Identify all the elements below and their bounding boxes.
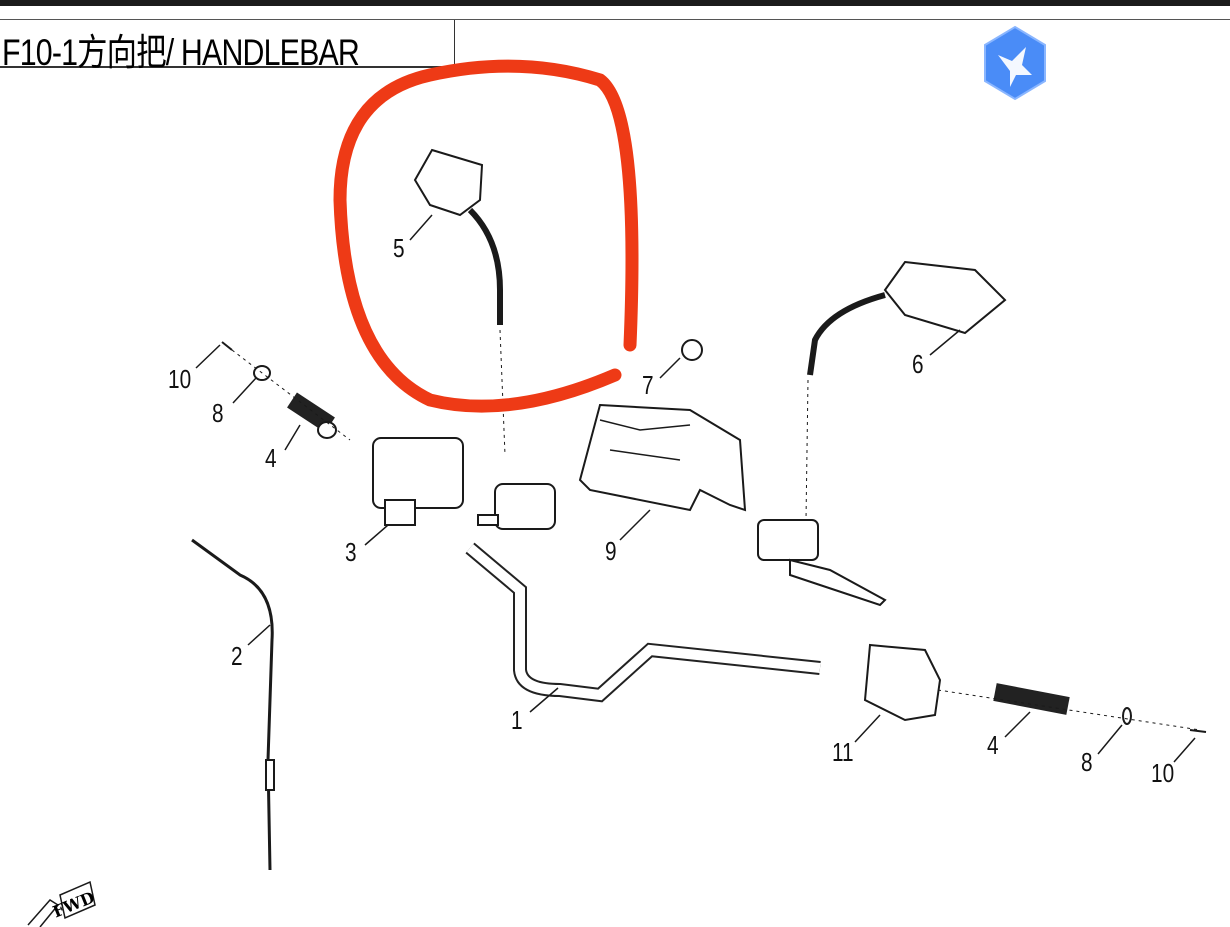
- callout-10-left: 10: [168, 364, 192, 394]
- callout-11: 11: [832, 737, 854, 767]
- part-throttle-cable: [191, 538, 275, 871]
- part-cap: [681, 339, 703, 361]
- part-left-switch: [372, 437, 464, 526]
- callout-8-right: 8: [1081, 747, 1093, 777]
- callout-1: 1: [511, 705, 523, 735]
- part-screw-left: [221, 341, 233, 351]
- part-screw-right: [1189, 729, 1207, 733]
- part-brake-lever: [757, 519, 887, 607]
- part-grip-right: [993, 683, 1070, 715]
- part-grip-left: [287, 392, 337, 439]
- callout-6: 6: [912, 349, 924, 379]
- window-top-bar: [0, 0, 1230, 6]
- callout-5: 5: [393, 233, 405, 263]
- bird-hexagon-app-icon[interactable]: [982, 25, 1048, 101]
- title-box: [0, 20, 455, 68]
- part-washer-right: [1122, 707, 1132, 725]
- callout-10-right: 10: [1151, 758, 1175, 788]
- callout-2: 2: [231, 641, 243, 671]
- callout-8-left: 8: [212, 398, 224, 428]
- part-center-switch: [477, 483, 556, 530]
- part-mirror-right: [805, 260, 1007, 521]
- fwd-arrow-icon: [27, 880, 96, 927]
- annotation-circle: [333, 59, 639, 413]
- callout-7: 7: [642, 370, 654, 400]
- part-mirror-left: [413, 148, 506, 456]
- part-right-switch: [863, 643, 942, 722]
- part-handlebar-cover: [578, 403, 747, 512]
- callout-4-right: 4: [987, 730, 999, 760]
- callout-4-left: 4: [265, 443, 277, 473]
- header-rule: [0, 19, 1230, 20]
- callout-3: 3: [345, 537, 357, 567]
- part-handlebar: [465, 542, 821, 703]
- leader-lines: [195, 214, 1196, 763]
- callout-9: 9: [605, 536, 617, 566]
- page-title: F10-1方向把/ HANDLEBAR: [2, 32, 360, 73]
